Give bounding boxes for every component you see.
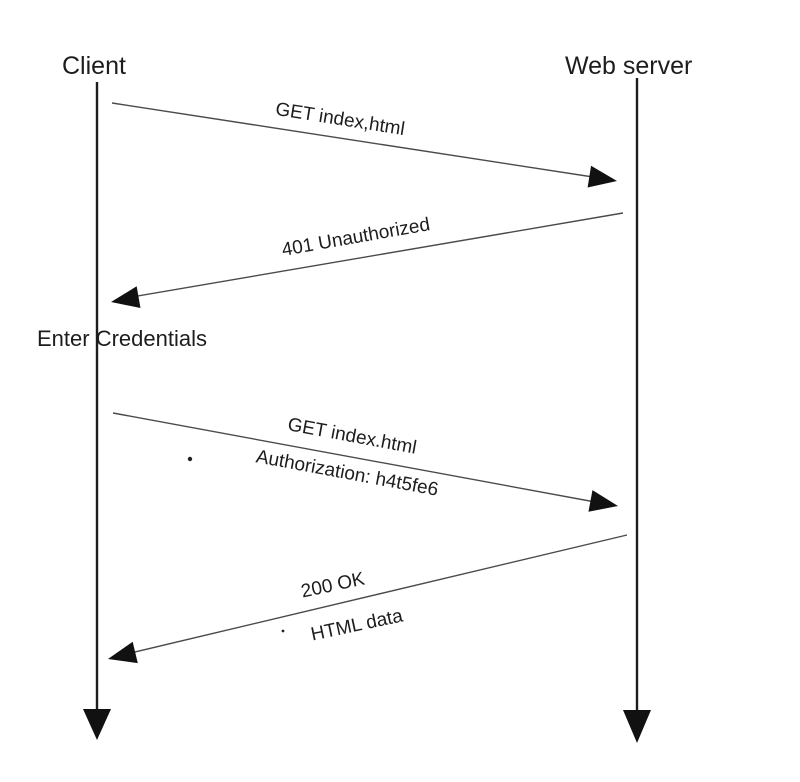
stray-dot	[281, 629, 285, 633]
enter-credentials-note: Enter Credentials	[37, 326, 207, 351]
message-1-line	[111, 102, 607, 180]
server-lifeline-arrowhead-icon	[623, 710, 651, 743]
actor-label-client: Client	[62, 52, 126, 80]
message-4-line	[117, 534, 628, 657]
message-1-arrowhead-icon	[587, 165, 617, 188]
message-2-line	[119, 212, 624, 300]
message-3-line	[112, 412, 607, 505]
stray-dot	[187, 456, 193, 462]
actor-label-web-server: Web server	[565, 52, 693, 80]
message-2-arrowhead-icon	[111, 286, 141, 308]
message-4-arrowhead-icon	[108, 641, 138, 664]
client-lifeline-arrowhead-icon	[83, 709, 111, 740]
message-3-arrowhead-icon	[588, 490, 618, 512]
